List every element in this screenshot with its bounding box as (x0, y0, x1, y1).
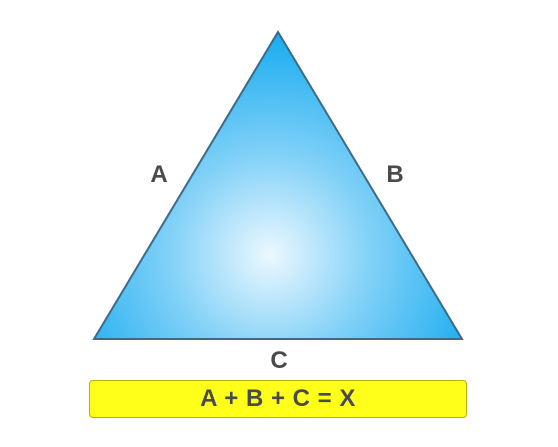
side-label-c: C (270, 347, 287, 374)
triangle-shape (92, 30, 464, 340)
formula-box: A + B + C = X (89, 380, 467, 418)
side-label-b: B (386, 161, 403, 188)
side-label-a: A (150, 161, 167, 188)
formula-text: A + B + C = X (200, 385, 356, 412)
